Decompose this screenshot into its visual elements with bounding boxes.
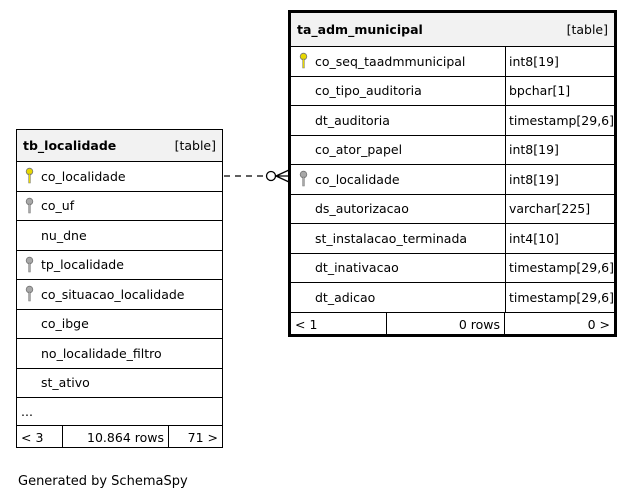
column-row[interactable]: co_tipo_auditoria bpchar[1] [291,76,614,106]
column-type: int4[10] [505,224,614,253]
footer-rowcount: 10.864 rows [63,426,169,448]
column-name: co_localidade [41,168,126,184]
column-name: dt_auditoria [315,112,390,128]
column-name: no_localidade_filtro [41,345,162,361]
foreign-key-icon [291,165,315,194]
column-row[interactable]: co_localidade [17,162,222,192]
table-name: ta_adm_municipal [297,22,423,37]
generated-by-label: Generated by SchemaSpy [18,474,188,489]
table-footer: < 3 10.864 rows 71 > [17,426,222,448]
column-row[interactable]: dt_auditoria timestamp[29,6] [291,106,614,136]
column-name: co_ibge [41,316,89,332]
column-name: tp_localidade [41,257,124,273]
column-name: co_situacao_localidade [41,286,185,302]
table-tb-localidade[interactable]: tb_localidade [table] co_localidade co_uf… [16,129,223,448]
column-row[interactable]: co_ibge [17,310,222,339]
column-name: dt_inativacao [315,260,399,276]
column-name: co_uf [41,198,75,214]
column-name: st_ativo [41,375,90,391]
column-type: timestamp[29,6] [505,253,614,282]
table-kind: [table] [174,138,216,153]
column-name: co_ator_papel [315,142,403,158]
column-row[interactable]: ds_autorizacao varchar[225] [291,194,614,224]
column-name: dt_adicao [315,289,376,305]
column-name: nu_dne [41,227,87,243]
more-columns-row: ... [17,398,222,426]
foreign-key-icon [17,280,41,309]
table-header: tb_localidade [table] [17,130,222,162]
footer-children[interactable]: 0 > [587,317,610,332]
primary-key-icon [17,162,41,191]
table-name: tb_localidade [23,138,117,153]
footer-parents[interactable]: < 1 [291,312,387,337]
column-type: varchar[225] [505,194,614,223]
primary-key-icon [291,47,315,76]
column-type: int8[19] [505,165,614,194]
column-name: co_seq_taadmmunicipal [315,53,466,69]
ellipsis: ... [21,404,33,419]
column-type: int8[19] [505,47,614,76]
column-row[interactable]: co_situacao_localidade [17,280,222,310]
column-name: ds_autorizacao [315,201,409,217]
column-name: co_tipo_auditoria [315,83,422,99]
footer-rowcount: 0 rows [387,312,505,337]
footer-parents[interactable]: < 3 [17,426,63,448]
table-footer: < 1 0 rows 0 > [291,312,614,337]
foreign-key-icon [17,192,41,221]
column-name: st_instalacao_terminada [315,230,468,246]
table-ta-adm-municipal[interactable]: ta_adm_municipal [table] co_seq_taadmmun… [288,10,617,337]
crow-foot [275,169,290,183]
column-row[interactable]: dt_adicao timestamp[29,6] [291,283,614,313]
column-row[interactable]: no_localidade_filtro [17,339,222,369]
footer-children[interactable]: 71 > [187,429,218,445]
column-row[interactable]: co_seq_taadmmunicipal int8[19] [291,47,614,77]
column-type: bpchar[1] [505,76,614,105]
column-row[interactable]: co_ator_papel int8[19] [291,135,614,165]
column-row[interactable]: co_uf [17,192,222,221]
column-type: timestamp[29,6] [505,283,614,312]
optional-circle [265,170,277,182]
column-name: co_localidade [315,171,400,187]
table-header: ta_adm_municipal [table] [291,13,614,47]
column-row[interactable]: co_localidade int8[19] [291,165,614,195]
column-type: int8[19] [505,135,614,164]
foreign-key-icon [17,251,41,280]
column-row[interactable]: st_ativo [17,369,222,398]
column-row[interactable]: dt_inativacao timestamp[29,6] [291,253,614,283]
column-type: timestamp[29,6] [505,106,614,135]
table-kind: [table] [566,22,608,37]
column-row[interactable]: st_instalacao_terminada int4[10] [291,224,614,254]
column-row[interactable]: nu_dne [17,221,222,251]
column-row[interactable]: tp_localidade [17,251,222,280]
